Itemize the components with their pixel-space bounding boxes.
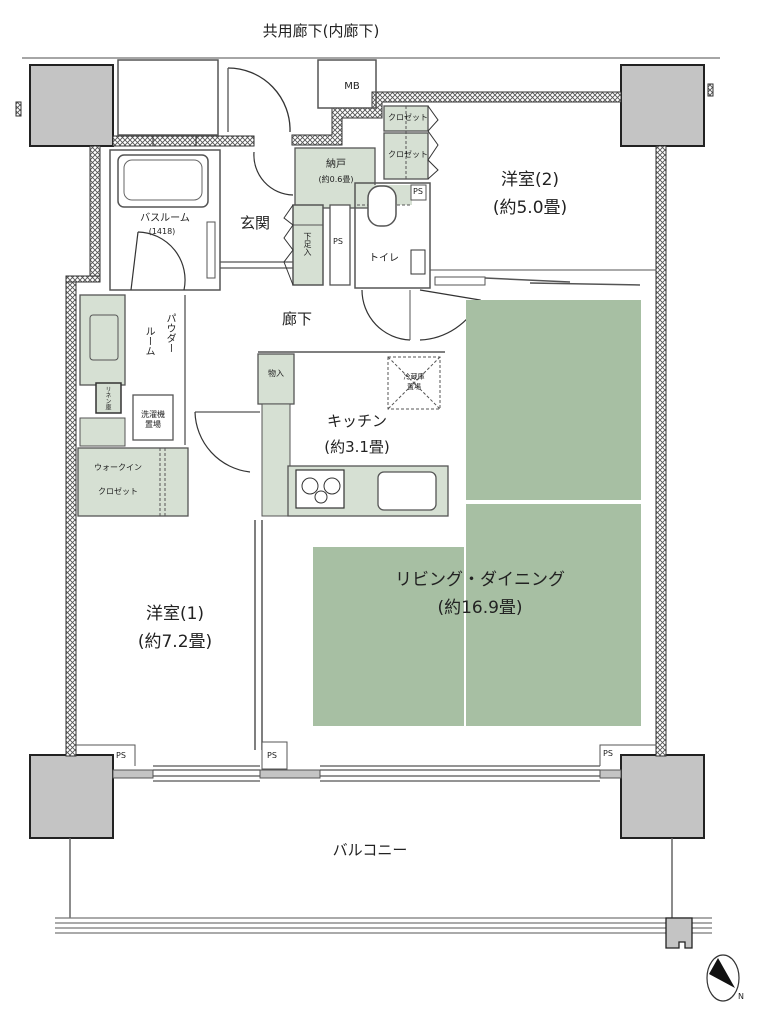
toilet-room bbox=[354, 182, 431, 289]
wall bbox=[655, 145, 667, 757]
western-room-2-name: 洋室(2) bbox=[500, 170, 560, 190]
column-bottom-right bbox=[620, 754, 705, 839]
walk-in-closet-label-1: ウォークイン bbox=[94, 463, 142, 472]
ps-label: PS bbox=[333, 237, 343, 246]
balcony-label: バルコニー bbox=[332, 841, 408, 859]
floor-area bbox=[313, 547, 464, 726]
sink-icon bbox=[377, 471, 437, 511]
compass-north-label: N bbox=[738, 992, 744, 1001]
bathtub bbox=[117, 154, 209, 208]
washer-label-1: 洗濯機 bbox=[141, 410, 165, 419]
hallway-label: 廊下 bbox=[281, 310, 313, 328]
bathroom-label: バスルーム bbox=[140, 213, 190, 224]
floor-area bbox=[466, 300, 641, 500]
entrance-door bbox=[227, 67, 291, 133]
kitchen-area: (約3.1畳) bbox=[324, 438, 390, 456]
washer-space bbox=[132, 394, 174, 441]
western-room-1-area: (約7.2畳) bbox=[137, 632, 213, 652]
ps-label: PS bbox=[413, 187, 423, 196]
living-dining-name: リビング・ダイニング bbox=[395, 570, 565, 590]
column-top-left bbox=[29, 64, 114, 147]
toilet-label: トイレ bbox=[369, 253, 399, 264]
western-room-1-name: 洋室(1) bbox=[145, 604, 205, 624]
storage-cabinet-label: 物入 bbox=[268, 369, 284, 378]
ps-label: PS bbox=[116, 751, 126, 760]
bathroom-size: (1418) bbox=[148, 227, 176, 236]
entrance-label: 玄関 bbox=[239, 214, 271, 232]
powder-room-label-1: パウダー bbox=[164, 313, 175, 353]
ps-label: PS bbox=[267, 751, 277, 760]
wall bbox=[89, 145, 101, 277]
compass-icon bbox=[706, 954, 740, 1002]
common-corridor-label: 共用廊下(内廊下) bbox=[262, 22, 380, 40]
storage-cabinet bbox=[257, 353, 295, 405]
toilet-icon bbox=[367, 185, 397, 227]
ps-label: PS bbox=[603, 749, 613, 758]
shoe-box-label: 下足入 bbox=[303, 232, 312, 256]
shoe-box bbox=[292, 204, 324, 286]
floor-area bbox=[466, 504, 641, 726]
walk-in-closet-label-2: クロゼット bbox=[98, 487, 138, 496]
wall bbox=[65, 275, 77, 757]
living-dining-area: (約16.9畳) bbox=[437, 598, 523, 618]
fridge-label-2: 置場 bbox=[407, 383, 421, 391]
powder-room-label-2: ルーム bbox=[143, 326, 154, 356]
column-bottom-left bbox=[29, 754, 114, 839]
washer-label-2: 置場 bbox=[145, 420, 161, 429]
wall bbox=[291, 91, 622, 146]
storage-nando-area: (約0.6畳) bbox=[318, 175, 354, 184]
stove-icon bbox=[295, 469, 345, 509]
storage-nando-label: 納戸 bbox=[326, 159, 346, 170]
wall bbox=[195, 135, 255, 147]
wall bbox=[65, 275, 101, 283]
walk-in-closet bbox=[77, 447, 189, 517]
kitchen-name: キッチン bbox=[326, 412, 388, 430]
column-top-right bbox=[620, 64, 705, 147]
linen-closet bbox=[95, 382, 122, 414]
fridge-label-1: 冷蔵庫 bbox=[403, 373, 425, 381]
balcony-railing bbox=[55, 917, 712, 934]
mb-label: MB bbox=[344, 81, 360, 92]
linen-closet-label: リネン庫 bbox=[104, 386, 111, 410]
wall bbox=[112, 135, 154, 147]
western-room-2-area: (約5.0畳) bbox=[492, 198, 568, 218]
closet-label: クロゼット bbox=[388, 150, 428, 159]
closet-label: クロゼット bbox=[388, 113, 428, 122]
